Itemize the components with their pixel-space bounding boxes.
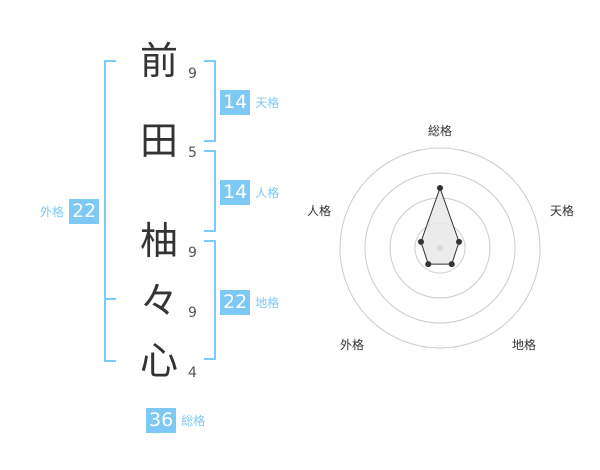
jinkaku-bracket [204,150,216,232]
jinkaku-badge: 14 人格 [220,180,279,205]
tenkaku-value: 14 [220,90,251,115]
gaikaku-badge: 外格 22 [40,199,100,224]
name-char-2: 田 [140,119,179,163]
chikaku-value: 22 [220,290,251,315]
soukaku-badge: 36 総格 [146,408,205,433]
radar-center-dot [437,245,443,251]
chikaku-badge: 22 地格 [220,290,279,315]
axis-label-jinkaku: 人格 [307,204,332,218]
radar-point-4 [425,261,432,268]
gaikaku-value: 22 [69,199,100,224]
chikaku-bracket [204,240,216,360]
stroke-count-5: 4 [188,365,197,381]
tenkaku-badge: 14 天格 [220,90,279,115]
gaikaku-bracket [104,60,116,362]
stroke-count-1: 9 [188,66,197,82]
radar-grid-ring [364,172,516,324]
radar-point-3 [448,261,455,268]
axis-label-chikaku: 地格 [512,338,537,352]
stroke-count-3: 9 [188,245,197,261]
radar-point-5 [417,238,424,245]
soukaku-label: 総格 [181,414,206,428]
chikaku-label: 地格 [255,296,280,310]
gaikaku-bracket-tick [104,298,116,300]
radar-point-2 [456,238,463,245]
radar-grid-ring [339,147,541,349]
soukaku-value: 36 [146,408,177,433]
jinkaku-label: 人格 [255,186,280,200]
gaikaku-label: 外格 [40,205,65,219]
name-char-4: 々 [140,279,179,323]
stroke-count-2: 5 [188,145,197,161]
radar-series-shape [420,186,460,265]
name-char-3: 柚 [140,219,179,263]
axis-label-tenkaku: 天格 [550,204,575,218]
name-char-1: 前 [140,39,179,83]
radar-point-1 [437,185,443,191]
tenkaku-label: 天格 [255,96,280,110]
stroke-count-4: 9 [188,305,197,321]
tenkaku-bracket [204,60,216,142]
axis-label-soukaku: 総格 [428,124,453,138]
axis-label-gaikaku: 外格 [340,338,365,352]
jinkaku-value: 14 [220,180,251,205]
name-char-5: 心 [140,339,179,383]
